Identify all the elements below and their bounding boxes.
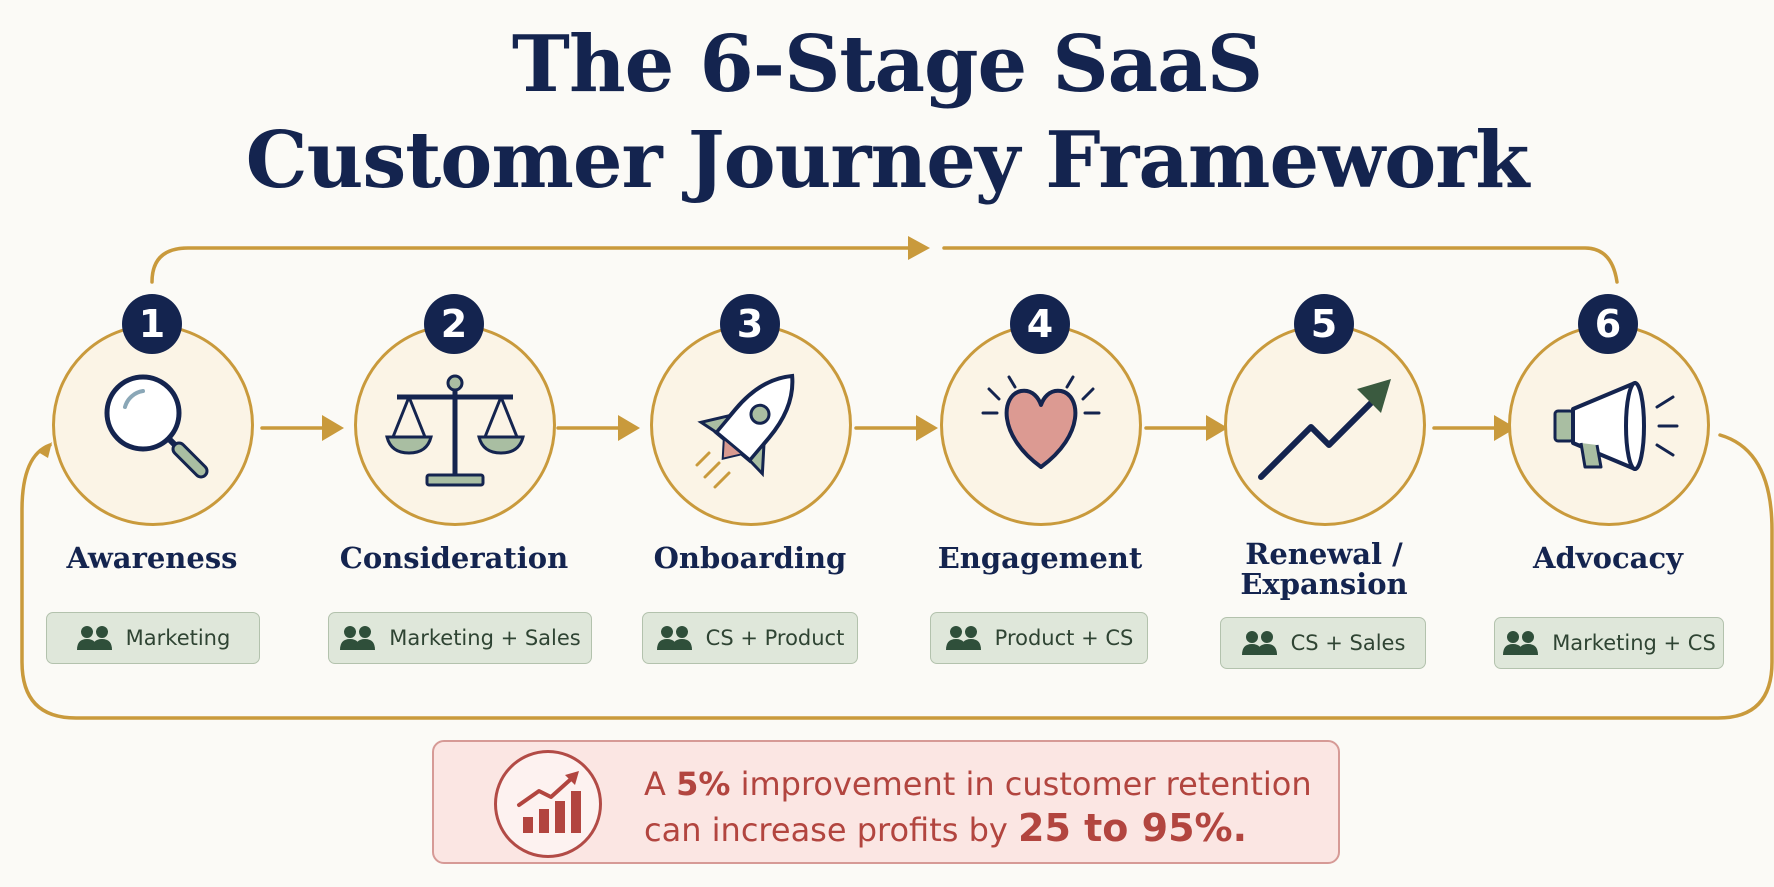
bottom-loop-line <box>20 433 1774 720</box>
page-title-line-1: The 6-Stage SaaS <box>511 19 1263 110</box>
stage-5-label-line-1: Renewal / <box>1245 537 1403 571</box>
people-icon <box>1241 631 1277 655</box>
retention-stat-callout: A 5% improvement in customer retention c… <box>432 740 1340 864</box>
stat-text-c: can increase profits by <box>644 811 1019 849</box>
stage-5-team: CS + Sales <box>1290 631 1406 655</box>
stat-highlight-profit-range: 25 to 95%. <box>1018 806 1248 850</box>
people-icon <box>340 626 376 650</box>
stage-3-team-badge: CS + Product <box>642 612 858 664</box>
heart-icon <box>981 375 1101 469</box>
top-loop-line <box>150 246 914 284</box>
stat-highlight-5-percent: 5% <box>676 765 731 803</box>
trend-up-arrow-icon <box>1258 379 1391 480</box>
stage-6-team-badge: Marketing + CS <box>1494 617 1724 669</box>
stage-2-team-badge: Marketing + Sales <box>328 612 592 664</box>
stage-1-team: Marketing <box>125 626 231 650</box>
stage-6-circle <box>1508 324 1710 526</box>
stage-5-label-line-2: Expansion <box>1240 567 1408 601</box>
stage-4-circle <box>940 324 1142 526</box>
stage-1-team-badge: Marketing <box>46 612 260 664</box>
arrow-5-6 <box>1494 415 1516 441</box>
top-loop-arrowhead <box>908 236 930 260</box>
people-icon <box>1503 631 1539 655</box>
stage-2-team: Marketing + Sales <box>389 626 581 650</box>
stage-3-team: CS + Product <box>705 626 845 650</box>
retention-stat-text: A 5% improvement in customer retention c… <box>644 762 1324 852</box>
arrow-4-5 <box>1206 415 1228 441</box>
stage-2-label: Consideration <box>339 541 569 575</box>
stage-6-number: 6 <box>1578 294 1638 354</box>
page-title-line-2: Customer Journey Framework <box>245 115 1530 206</box>
stage-6-team: Marketing + CS <box>1552 631 1716 655</box>
people-icon <box>945 626 981 650</box>
stage-5-circle <box>1224 324 1426 526</box>
stat-text-b: improvement in customer retention <box>730 765 1312 803</box>
stage-1-label: Awareness <box>66 541 238 575</box>
people-icon <box>656 626 692 650</box>
megaphone-icon <box>1553 381 1679 471</box>
stage-3-label: Onboarding <box>653 541 847 575</box>
stat-text-a: A <box>644 765 677 803</box>
balance-scale-icon <box>385 374 525 487</box>
magnifying-glass-icon <box>104 374 209 479</box>
stage-1-circle <box>52 324 254 526</box>
arrow-3-4 <box>916 415 938 441</box>
stage-5-team-badge: CS + Sales <box>1220 617 1426 669</box>
stage-5-number: 5 <box>1294 294 1354 354</box>
rocket-icon <box>695 373 795 489</box>
stage-1-number: 1 <box>122 294 182 354</box>
bottom-loop-arrowhead <box>38 442 52 458</box>
top-loop-line-right <box>942 246 1619 284</box>
stage-3-number: 3 <box>720 294 780 354</box>
stage-3-circle <box>650 324 852 526</box>
stage-6-label: Advocacy <box>1533 541 1683 575</box>
stage-2-circle <box>354 324 556 526</box>
stage-4-team-badge: Product + CS <box>930 612 1148 664</box>
stage-4-team: Product + CS <box>994 626 1134 650</box>
arrow-2-3 <box>618 415 640 441</box>
growth-bar-chart-icon <box>494 750 602 858</box>
people-icon <box>76 626 112 650</box>
arrow-1-2 <box>322 415 344 441</box>
stage-2-number: 2 <box>424 294 484 354</box>
stage-4-label: Engagement <box>937 541 1143 575</box>
stage-4-number: 4 <box>1010 294 1070 354</box>
